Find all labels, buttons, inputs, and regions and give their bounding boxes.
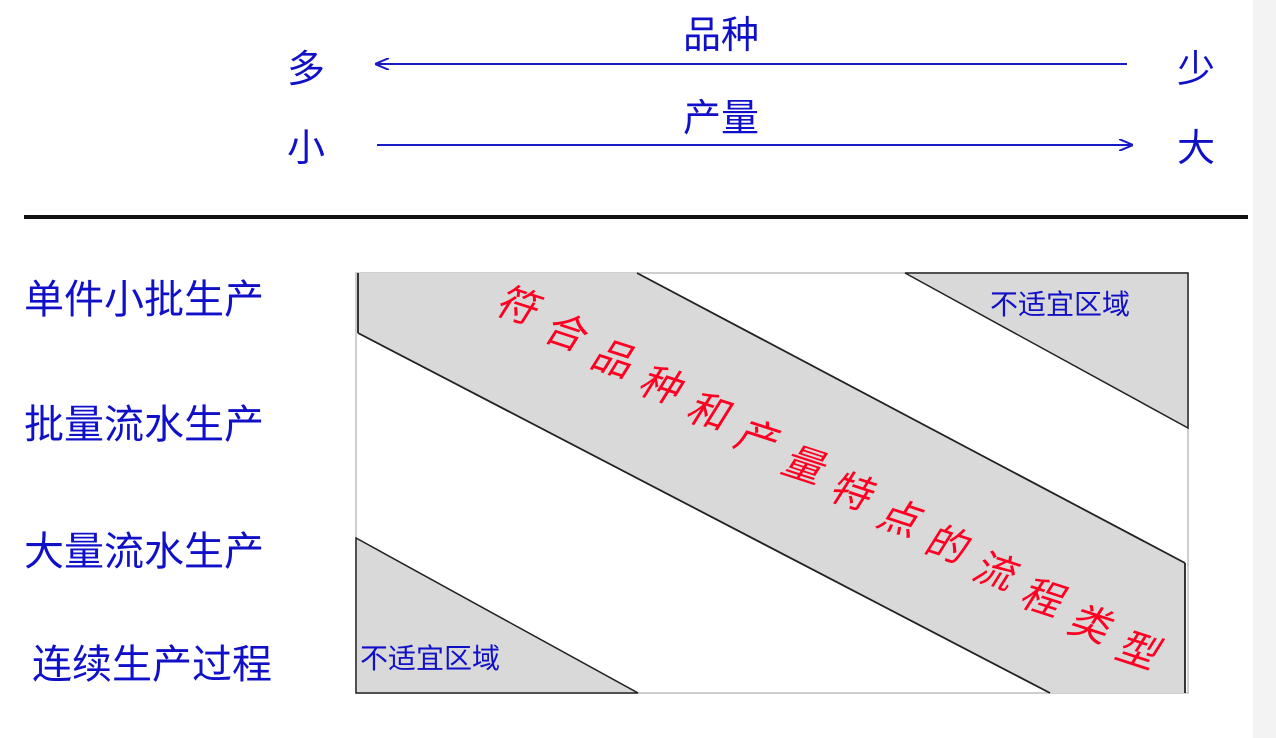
volume-small-label: 小 [287,126,326,170]
unsuitable-zone-bottom-left [355,536,639,694]
unsuitable-zone-top-right [904,272,1189,430]
suitable-band [358,273,1185,693]
volume-large-label: 大 [1177,126,1216,170]
variety-few-label: 少 [1177,47,1216,91]
variety-label: 品种 [683,13,760,57]
unsuitable-zone-top-right-label: 不适宜区域 [990,288,1130,321]
volume-label: 产量 [683,96,760,140]
row-label-single-small-batch: 单件小批生产 [24,277,264,323]
right-edge-strip [1253,0,1276,738]
row-label-mass-flow: 大量流水生产 [24,529,264,575]
band-upper-edge [636,272,1186,564]
header-divider [24,215,1248,219]
band-lower-edge [357,332,1051,694]
row-label-continuous-process: 连续生产过程 [32,642,272,688]
unsuitable-zone-bottom-left-label: 不适宜区域 [360,642,500,675]
variety-many-label: 多 [287,47,326,91]
row-label-batch-flow: 批量流水生产 [24,402,264,448]
